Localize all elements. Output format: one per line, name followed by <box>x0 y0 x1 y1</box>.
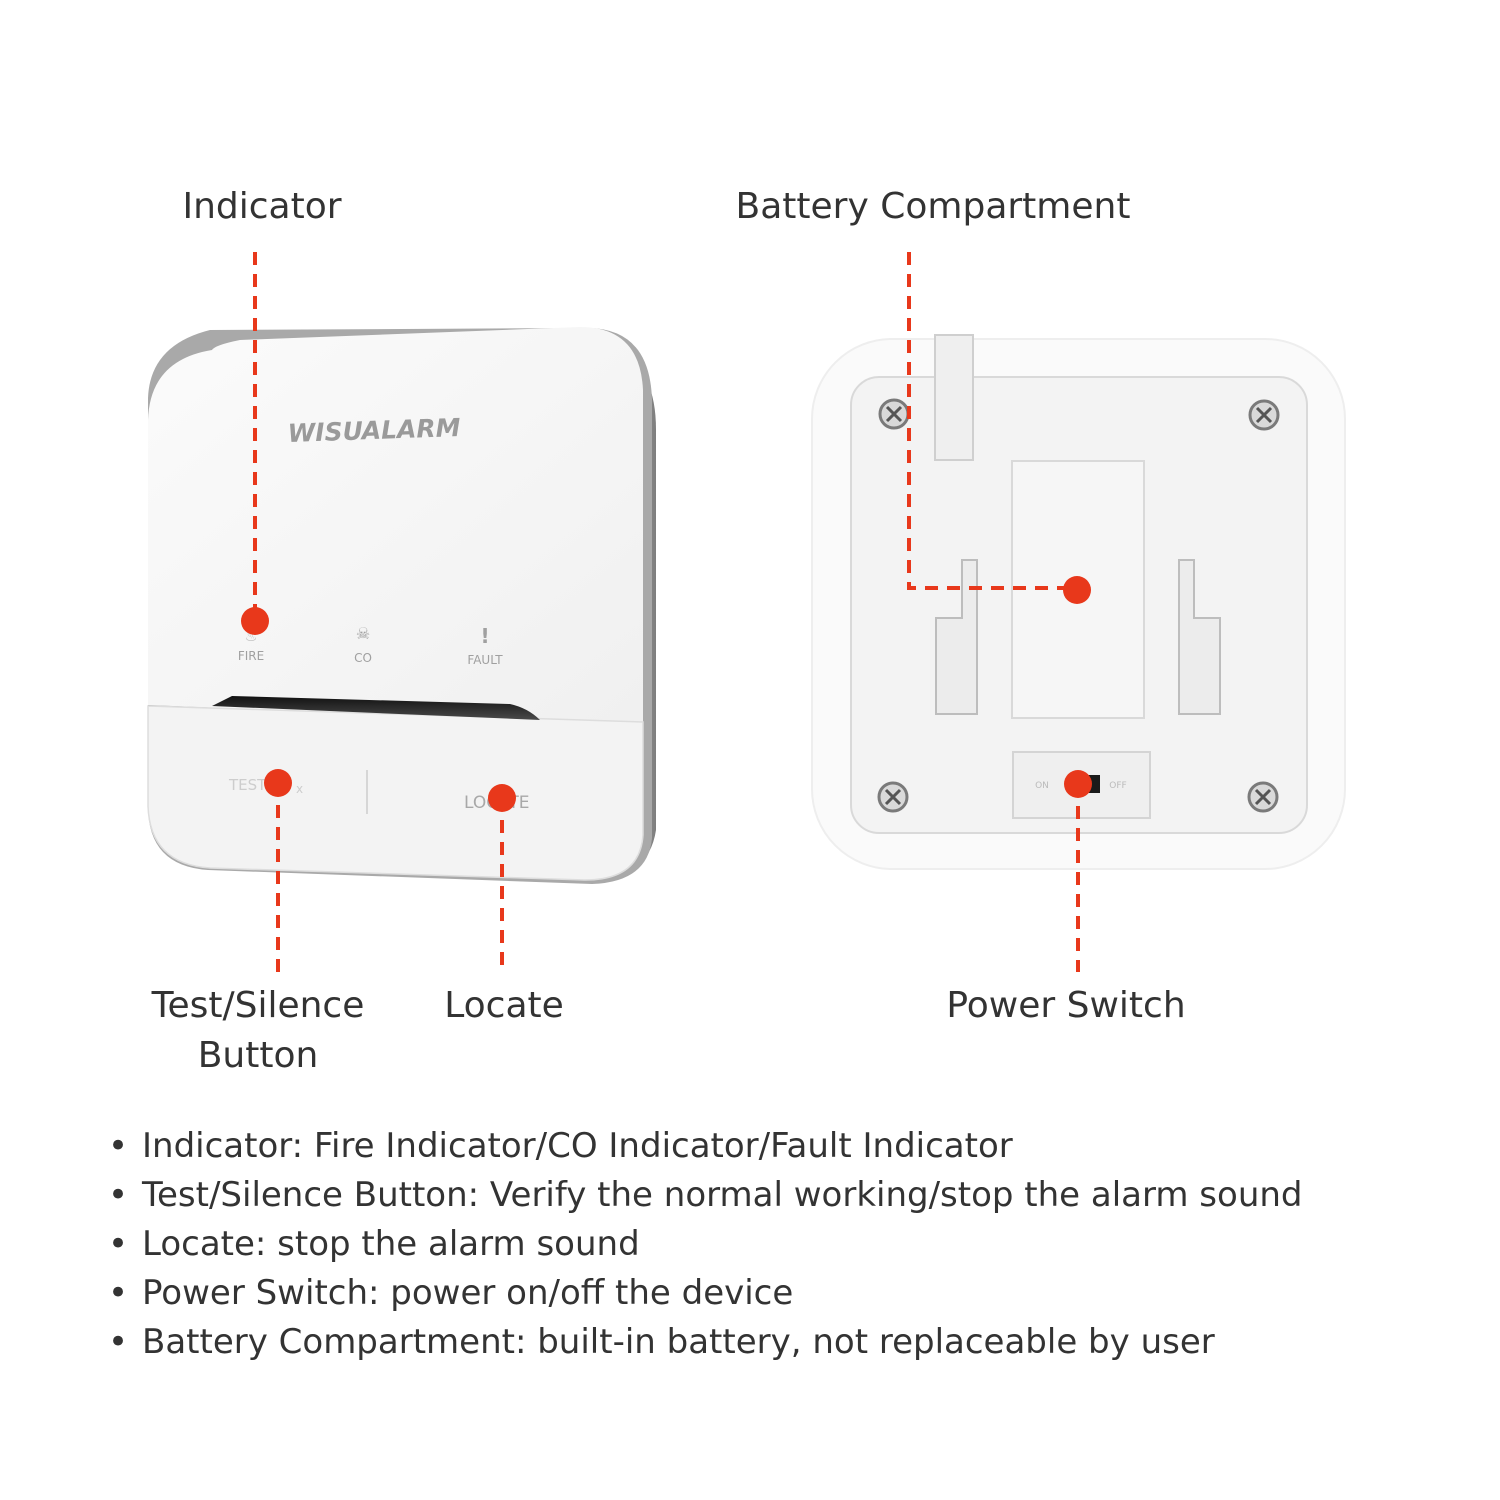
indicator-marker <box>241 607 269 635</box>
battery-leader-line <box>907 252 1077 590</box>
test-marker <box>264 769 292 797</box>
bullet-dot: • <box>108 1224 129 1264</box>
indicator-co-label: CO <box>354 651 372 665</box>
front-device-body <box>148 327 643 725</box>
callout-lines <box>253 252 1080 972</box>
bullet-dot: • <box>108 1273 129 1313</box>
list-item-text: Test/Silence Button: Verify the normal w… <box>142 1175 1303 1215</box>
feature-list: • Indicator: Fire Indicator/CO Indicator/… <box>108 1122 1303 1367</box>
fault-icon: ! <box>480 624 489 648</box>
front-button-panel <box>147 705 644 881</box>
screw-top-right <box>1248 399 1280 431</box>
device-diagram: WISUALARM ♨ FIRE ☠ CO ! FAULT TEST x LOC… <box>147 252 1346 972</box>
power-switch-on-label: ON <box>1035 781 1049 791</box>
co-icon: ☠ <box>356 624 370 643</box>
list-item-text: Indicator: Fire Indicator/CO Indicator/F… <box>142 1126 1013 1166</box>
list-item: • Battery Compartment: built-in battery, … <box>108 1318 1303 1367</box>
screw-bottom-left <box>877 781 909 813</box>
indicator-fire-label: FIRE <box>238 649 264 663</box>
list-item: • Locate: stop the alarm sound <box>108 1220 1303 1269</box>
test-silence-label-line1: Test/Silence <box>151 985 365 1026</box>
power-switch-off-label: OFF <box>1109 781 1126 791</box>
indicator-label: Indicator <box>182 186 342 227</box>
test-silence-button[interactable]: TEST x <box>228 776 303 796</box>
test-button-suffix: x <box>296 782 303 796</box>
list-item-text: Locate: stop the alarm sound <box>142 1224 640 1264</box>
list-item: • Test/Silence Button: Verify the normal … <box>108 1171 1303 1220</box>
locate-label: Locate <box>444 985 564 1026</box>
power-marker <box>1064 770 1092 798</box>
list-item: • Indicator: Fire Indicator/CO Indicator/… <box>108 1122 1303 1171</box>
list-item-text: Power Switch: power on/off the device <box>142 1273 794 1313</box>
front-device: WISUALARM ♨ FIRE ☠ CO ! FAULT TEST x LOC… <box>147 327 656 884</box>
bullet-dot: • <box>108 1322 129 1362</box>
power-switch-label: Power Switch <box>946 985 1186 1026</box>
back-device: ON OFF <box>811 334 1346 870</box>
front-dark-slot <box>212 696 540 720</box>
bullet-dot: • <box>108 1175 129 1215</box>
battery-compartment-label: Battery Compartment <box>735 186 1131 227</box>
mount-slot-right <box>1178 559 1221 715</box>
screw-bottom-right <box>1247 781 1279 813</box>
locate-marker <box>488 784 516 812</box>
indicator-fault-label: FAULT <box>467 653 503 667</box>
battery-marker <box>1063 576 1091 604</box>
bullet-dot: • <box>108 1126 129 1166</box>
test-silence-label-line2: Button <box>197 1035 319 1076</box>
screw-top-left <box>878 398 910 430</box>
test-silence-label: Test/Silence Button <box>118 981 398 1081</box>
brand-logo: WISUALARM <box>287 413 461 448</box>
test-button-label: TEST <box>228 776 267 794</box>
back-device-tab <box>934 334 974 461</box>
callout-markers <box>241 576 1092 812</box>
list-item-text: Battery Compartment: built-in battery, n… <box>142 1322 1215 1362</box>
mount-slot-left <box>935 559 978 715</box>
list-item: • Power Switch: power on/off the device <box>108 1269 1303 1318</box>
